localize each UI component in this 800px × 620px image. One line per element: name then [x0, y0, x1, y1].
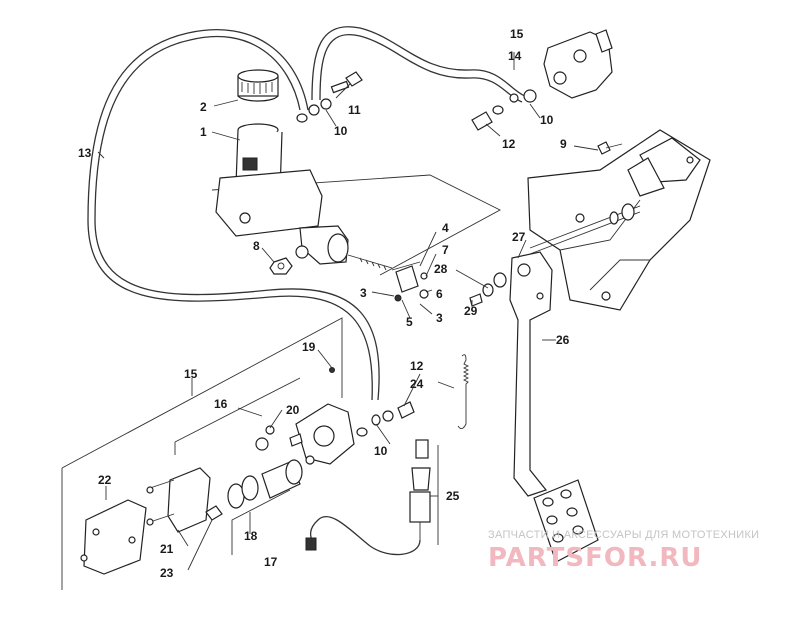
bracket-21	[146, 467, 211, 533]
callout-5: 5	[406, 315, 413, 329]
master-cylinder	[215, 123, 349, 265]
hose-14	[311, 26, 526, 101]
bolt-23	[205, 505, 223, 521]
assembly-outline-master-cylinder	[211, 174, 501, 276]
slave-cylinder-upper	[471, 29, 613, 131]
seal-kit-18	[227, 459, 303, 509]
banjo-bolt-11	[330, 71, 363, 94]
callout-6: 6	[436, 287, 443, 301]
banjo-bolt-12-lower	[356, 401, 415, 437]
callout-12b: 12	[410, 359, 424, 373]
callout-7: 7	[442, 243, 449, 257]
callout-19: 19	[302, 340, 316, 354]
callout-21: 21	[160, 542, 174, 556]
callout-4: 4	[442, 221, 449, 235]
callout-15a: 15	[510, 27, 524, 41]
callout-20: 20	[286, 403, 300, 417]
clutch-pedal-26	[509, 251, 599, 563]
callout-14: 14	[508, 49, 522, 63]
callout-10a: 10	[334, 124, 348, 138]
callout-9: 9	[560, 137, 567, 151]
hose-14-inner	[319, 34, 523, 103]
callout-25: 25	[446, 489, 460, 503]
return-spring-24	[457, 354, 470, 429]
clevis	[391, 261, 429, 302]
callout-labels: 1 2 3 3 4 5 6 7 8 9 10 10 10 11 12 12 13…	[78, 27, 570, 580]
pushrod-thread	[359, 257, 387, 271]
watermark-tagline: ЗАПЧАСТИ И АКСЕССУАРЫ ДЛЯ МОТОТЕХНИКИ	[488, 529, 759, 541]
callout-16: 16	[214, 397, 228, 411]
pivot-shaft	[529, 203, 641, 255]
hose-13	[94, 35, 380, 401]
reservoir-cap	[237, 69, 279, 102]
washer-20	[255, 425, 275, 451]
callout-28: 28	[434, 262, 448, 276]
callout-3a: 3	[360, 286, 367, 300]
callout-27: 27	[512, 230, 526, 244]
watermark-logo: PARTSFOR.RU	[488, 543, 702, 573]
slave-cylinder-lower	[289, 367, 355, 465]
wire-connector	[305, 537, 317, 551]
callout-12a: 12	[502, 137, 516, 151]
callout-18: 18	[244, 529, 258, 543]
assembly-outline-15	[61, 317, 343, 469]
callout-1: 1	[200, 125, 207, 139]
callout-15b: 15	[184, 367, 198, 381]
callout-22: 22	[98, 473, 112, 487]
switch-wire	[309, 515, 421, 556]
callout-26: 26	[556, 333, 570, 347]
assembly-outline-16	[174, 377, 301, 443]
nut-8	[269, 257, 293, 275]
callout-3b: 3	[436, 311, 443, 325]
pivot-bolt-9	[597, 141, 623, 155]
callout-10c: 10	[374, 444, 388, 458]
callout-29: 29	[464, 304, 478, 318]
callout-24: 24	[410, 377, 424, 391]
assembly-outline-17	[231, 489, 291, 555]
callout-8: 8	[253, 239, 260, 253]
washers-10-top	[296, 98, 332, 123]
callout-13: 13	[78, 146, 92, 160]
callout-11: 11	[348, 103, 361, 117]
pushrod	[347, 254, 393, 269]
callout-10b: 10	[540, 113, 554, 127]
mounting-plate-22	[80, 499, 147, 575]
callout-23: 23	[160, 566, 174, 580]
hose-13-inner	[87, 29, 373, 401]
leader-lines	[97, 52, 599, 571]
callout-17: 17	[264, 555, 278, 569]
callout-2: 2	[200, 100, 207, 114]
switch-25	[409, 439, 431, 540]
